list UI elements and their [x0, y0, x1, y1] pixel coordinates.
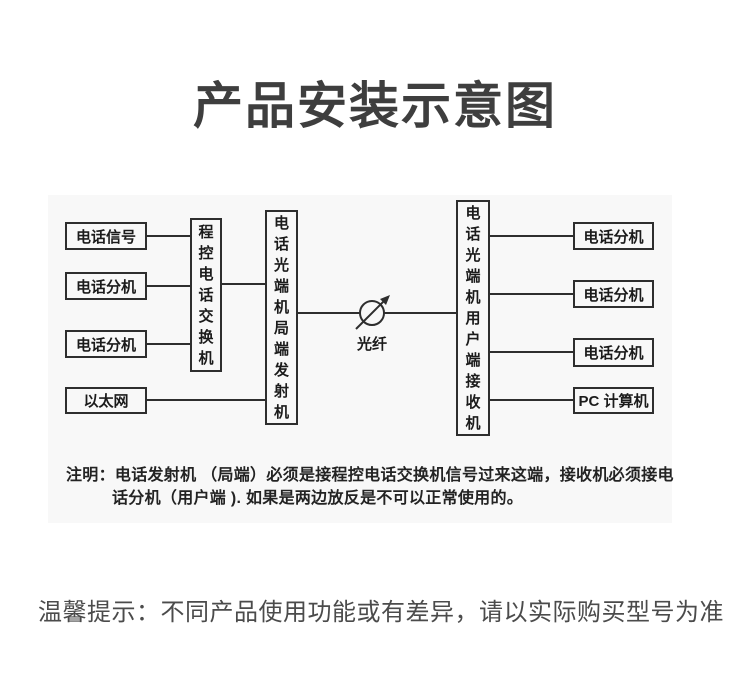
connector-line-exchange-to-transmitter: [222, 283, 265, 285]
device-box-optical-receiver: 电话光端机用户端接收机: [456, 200, 490, 436]
device-box-label: 电话光端机用户端接收机: [465, 204, 481, 432]
warm-tip-text: 温馨提示：不同产品使用功能或有差异，请以实际购买型号为准: [38, 599, 724, 626]
connector-line-signal-to-exchange: [147, 235, 190, 237]
optical-fiber-icon: [355, 295, 390, 330]
device-box-label: 电话分机: [583, 345, 644, 362]
device-box-phone-extension-right-1: 电话分机: [573, 222, 654, 250]
connector-line-receiver-to-ext3: [490, 351, 573, 353]
device-box-label: 程控电话交换机: [198, 223, 214, 367]
fiber-label: 光纤: [356, 336, 387, 353]
note-line-2: 话分机（用户端 ). 如果是两边放反是不可以正常使用的。: [112, 490, 524, 507]
device-box-pc-computer: PC 计算机: [573, 387, 654, 414]
page-title: 产品安装示意图: [193, 78, 557, 134]
diagram-panel: [48, 195, 672, 523]
connector-line-receiver-to-ext1: [490, 235, 573, 237]
device-box-phone-signal: 电话信号: [65, 222, 147, 250]
device-box-label: 电话分机: [75, 278, 136, 296]
device-box-phone-extension-right-2: 电话分机: [573, 280, 654, 308]
device-box-optical-transmitter: 电话光端机局端发射机: [265, 210, 298, 425]
device-box-phone-extension-left-1: 电话分机: [65, 272, 147, 300]
device-box-label: 电话分机: [75, 336, 136, 354]
device-box-phone-extension-left-2: 电话分机: [65, 330, 147, 358]
device-box-label: 电话分机: [583, 286, 644, 304]
connector-line-receiver-to-ext2: [490, 293, 573, 295]
connector-line-ext2-to-exchange: [147, 343, 190, 345]
connector-line-receiver-to-pc: [490, 399, 573, 401]
device-box-telephone-exchange: 程控电话交换机: [190, 218, 222, 372]
note-line-1: 注明：电话发射机 （局端）必须是接程控电话交换机信号过来这端，接收机必须接电: [66, 467, 674, 484]
device-box-phone-extension-right-3: 电话分机: [573, 338, 654, 367]
device-box-label: 电话光端机局端发射机: [273, 214, 289, 421]
device-box-label: 以太网: [83, 393, 129, 410]
connector-line-ethernet-to-transmitter: [147, 399, 265, 401]
connector-line-ext1-to-exchange: [147, 285, 190, 287]
device-box-label: 电话分机: [583, 228, 644, 246]
device-box-ethernet: 以太网: [65, 387, 147, 414]
device-box-label: PC 计算机: [578, 393, 649, 410]
device-box-label: 电话信号: [75, 228, 136, 246]
